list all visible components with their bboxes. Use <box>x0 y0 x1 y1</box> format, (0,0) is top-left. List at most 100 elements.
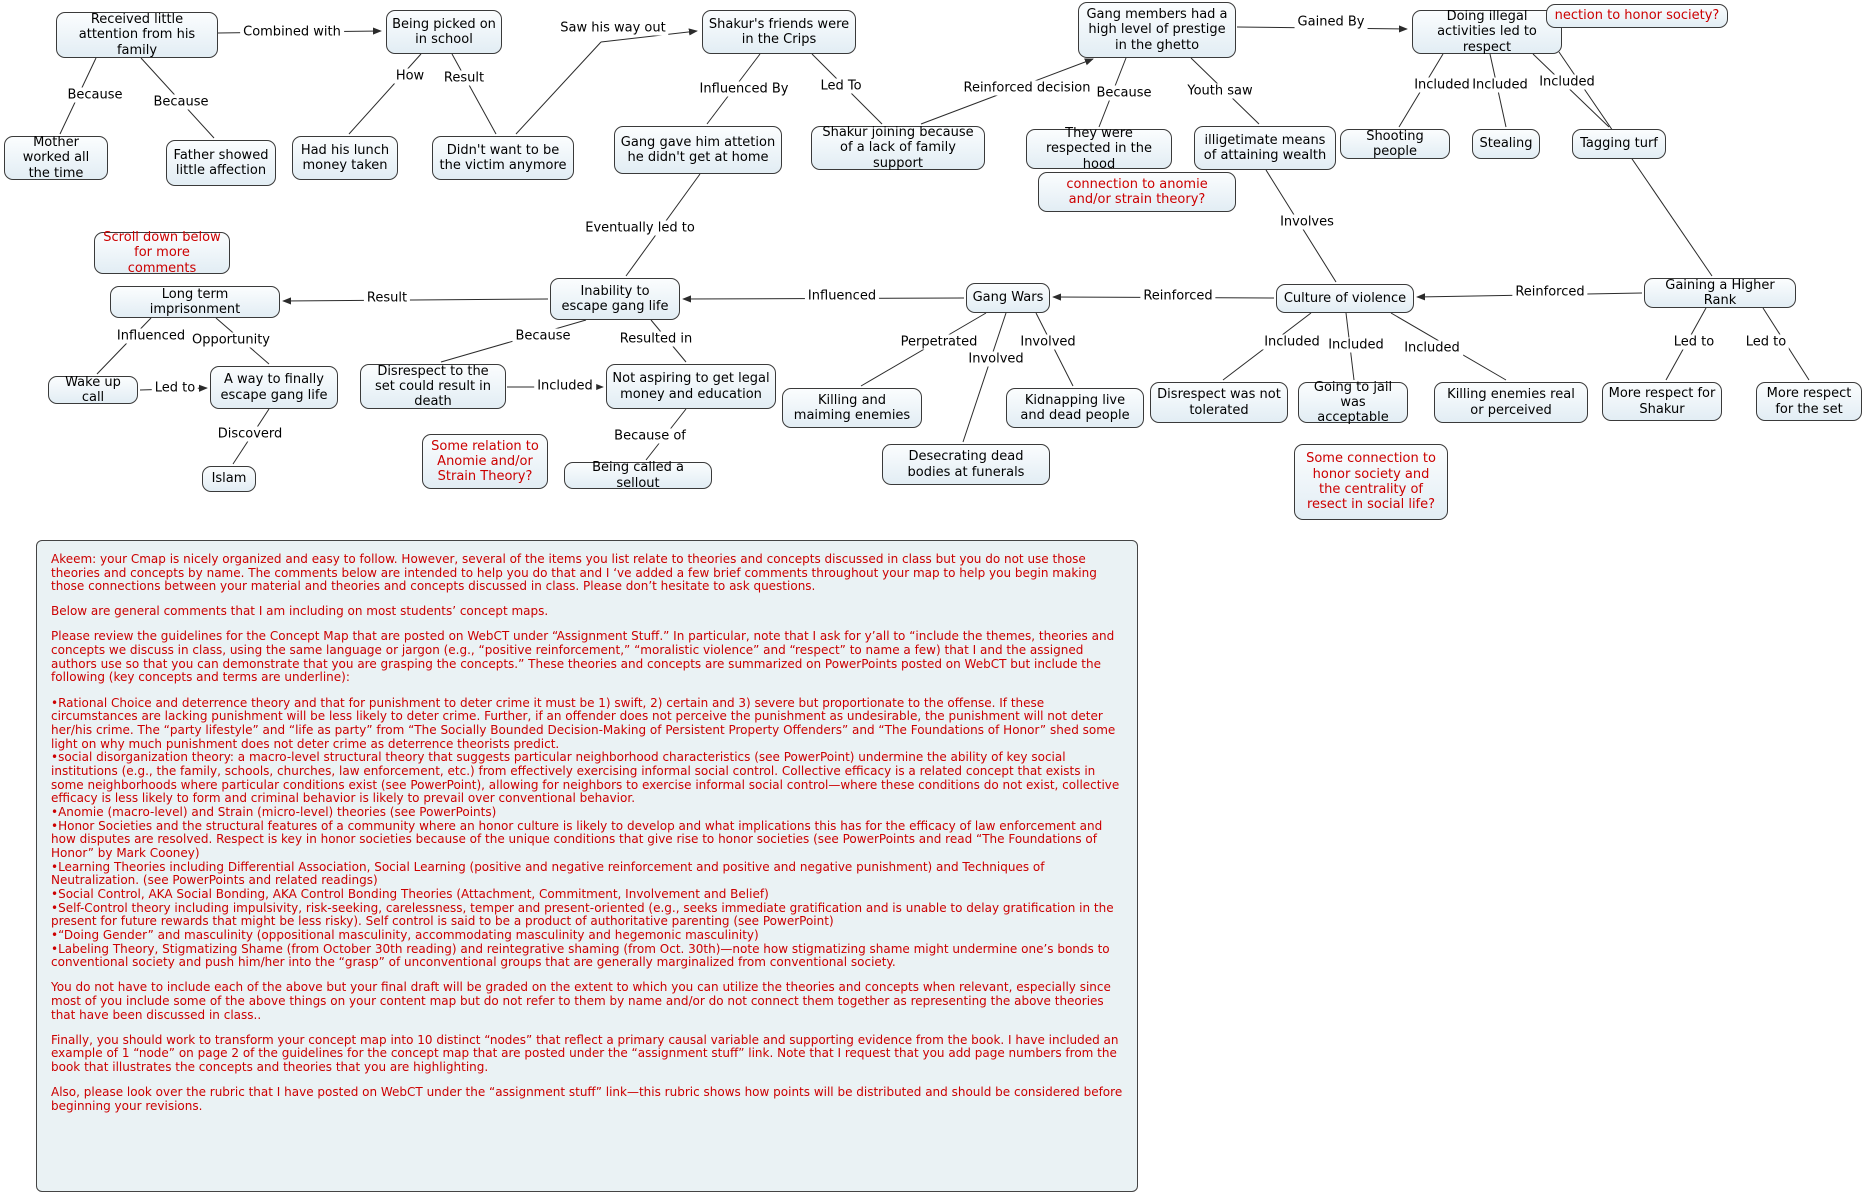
concept-node-way-to-escape[interactable]: A way to finally escape gang life <box>210 366 338 409</box>
comment-paragraph: •Labeling Theory, Stigmatizing Shame (fr… <box>51 941 1110 970</box>
concept-node-honor-society-note-top[interactable]: nection to honor society? <box>1546 4 1728 28</box>
instructor-comment-box: Akeem: your Cmap is nicely organized and… <box>36 540 1138 1192</box>
comment-paragraph: Akeem: your Cmap is nicely organized and… <box>51 552 1097 594</box>
concept-node-respected-in-hood[interactable]: They were respected in the hood <box>1026 126 1172 172</box>
concept-node-more-respect-shakur[interactable]: More respect for Shakur <box>1602 382 1722 421</box>
link-label: Discoverd <box>214 426 286 442</box>
concept-node-long-term-imprisonment[interactable]: Long term imprisonment <box>110 286 280 318</box>
connector-line <box>860 312 987 387</box>
link-label: Resulted in <box>616 331 696 347</box>
link-label: Reinforced decision <box>960 80 1094 96</box>
concept-node-lunch-money-taken[interactable]: Had his lunch money taken <box>292 136 398 180</box>
connector-line <box>515 41 602 135</box>
concept-node-killing-maiming[interactable]: Killing and maiming enemies <box>782 388 922 428</box>
concept-node-anomie-strain-note-2[interactable]: Some relation to Anomie and/or Strain Th… <box>422 434 548 489</box>
link-label: Included <box>1325 337 1387 353</box>
concept-node-honor-society-note-2[interactable]: Some connection to honor society and the… <box>1294 444 1448 520</box>
connector-line <box>1532 53 1610 128</box>
concept-node-gang-gave-attention[interactable]: Gang gave him attetion he didn't get at … <box>614 126 782 174</box>
link-label: Led To <box>817 78 865 94</box>
concept-node-prestige-in-ghetto[interactable]: Gang members had a high level of prestig… <box>1078 2 1236 58</box>
link-label: Influenced <box>113 328 189 344</box>
link-label: Included <box>1261 334 1323 350</box>
link-label: Included <box>1401 340 1463 356</box>
concept-node-desecrating-bodies[interactable]: Desecrating dead bodies at funerals <box>882 444 1050 485</box>
link-label: Influenced By <box>696 81 792 97</box>
link-label: Gained By <box>1294 14 1368 30</box>
concept-node-anomie-strain-note-1[interactable]: connection to anomie and/or strain theor… <box>1038 172 1236 212</box>
concept-node-received-little-attention[interactable]: Received little attention from his famil… <box>56 12 218 58</box>
concept-node-not-the-victim[interactable]: Didn't want to be the victim anymore <box>432 136 574 180</box>
concept-node-tagging-turf[interactable]: Tagging turf <box>1572 129 1666 159</box>
link-label: Result <box>440 70 488 86</box>
concept-node-kidnapping-people[interactable]: Kidnapping live and dead people <box>1006 388 1144 428</box>
concept-node-wake-up-call[interactable]: Wake up call <box>48 375 138 405</box>
concept-node-called-a-sellout[interactable]: Being called a sellout <box>564 460 712 491</box>
concept-node-inability-escape-gang[interactable]: Inability to escape gang life <box>550 278 680 320</box>
link-label: Involved <box>965 351 1027 367</box>
link-label: Saw his way out <box>557 20 669 36</box>
link-label: Combined with <box>240 24 344 40</box>
concept-node-gaining-higher-rank[interactable]: Gaining a Higher Rank <box>1644 278 1796 308</box>
link-label: Perpetrated <box>897 334 981 350</box>
comment-paragraph: •Honor Societies and the structural feat… <box>51 818 1103 860</box>
concept-node-picked-on-in-school[interactable]: Being picked on in school <box>386 10 502 54</box>
link-label: Because <box>150 94 212 110</box>
comment-paragraph: •Social Control, AKA Social Bonding, AKA… <box>51 886 769 901</box>
concept-node-disrespect-to-set[interactable]: Disrespect to the set could result in de… <box>360 364 506 409</box>
concept-node-illegal-activities-respect[interactable]: Doing illegal activities led to respect <box>1412 9 1562 55</box>
concept-node-scroll-down-note[interactable]: Scroll down below for more comments <box>94 230 230 276</box>
concept-node-joining-lack-of-family[interactable]: Shakur joining because of a lack of fami… <box>811 125 985 171</box>
link-label: Led to <box>1670 334 1718 350</box>
connector-line <box>282 297 549 305</box>
link-label: Reinforced <box>1512 284 1588 300</box>
connector-line <box>348 53 422 135</box>
comment-paragraph: •Anomie (macro-level) and Strain (micro-… <box>51 804 497 819</box>
concept-node-jail-acceptable[interactable]: Going to jail was acceptable <box>1298 380 1408 425</box>
comment-paragraph: Finally, you should work to transform yo… <box>51 1032 1119 1075</box>
link-label: Result <box>363 290 411 306</box>
comment-paragraph: •Self-Control theory including impulsivi… <box>51 900 1114 929</box>
link-label: Eventually led to <box>582 220 698 236</box>
comment-paragraph: •social disorganization theory: a macro-… <box>51 750 1120 806</box>
link-label: Because <box>1093 85 1155 101</box>
link-label: Led to <box>151 380 199 396</box>
link-label: Reinforced <box>1140 288 1216 304</box>
comment-paragraph: Also, please look over the rubric that I… <box>51 1085 1123 1113</box>
concept-node-stealing[interactable]: Stealing <box>1472 129 1540 159</box>
comment-paragraph: •“Doing Gender” and masculinity (opposit… <box>51 927 759 942</box>
link-label: Influenced <box>804 288 880 304</box>
link-label: Youth saw <box>1184 83 1256 99</box>
concept-node-culture-of-violence[interactable]: Culture of violence <box>1276 284 1414 313</box>
concept-node-father-little-affection[interactable]: Father showed little affection <box>166 140 276 186</box>
connector-line <box>1035 312 1074 387</box>
link-label: Opportunity <box>188 332 274 348</box>
connector-line <box>451 53 497 135</box>
comment-paragraph: Please review the guidelines for the Con… <box>51 629 1115 685</box>
concept-node-disrespect-not-tolerated[interactable]: Disrespect was not tolerated <box>1150 382 1288 423</box>
link-label: Because <box>64 87 126 103</box>
link-label: Included <box>1411 77 1473 93</box>
concept-node-shooting-people[interactable]: Shooting people <box>1340 129 1450 159</box>
concept-node-islam[interactable]: Islam <box>202 466 256 492</box>
link-label: Included <box>1469 77 1531 93</box>
connector-line <box>962 312 1007 443</box>
comment-paragraph: You do not have to include each of the a… <box>51 980 1111 1022</box>
link-label: Led to <box>1742 334 1790 350</box>
link-label: Involved <box>1017 334 1079 350</box>
link-label: Included <box>1536 74 1598 90</box>
link-label: How <box>392 68 428 84</box>
concept-node-mother-worked[interactable]: Mother worked all the time <box>4 135 108 181</box>
connector-line <box>96 317 152 375</box>
link-label: Included <box>534 378 596 394</box>
comment-paragraph: Below are general comments that I am inc… <box>51 604 549 619</box>
concept-node-more-respect-set[interactable]: More respect for the set <box>1756 382 1862 421</box>
link-label: Because <box>512 328 574 344</box>
concept-node-friends-in-crips[interactable]: Shakur's friends were in the Crips <box>702 10 856 54</box>
concept-node-illegitimate-means-wealth[interactable]: illigetimate means of attaining wealth <box>1194 126 1336 170</box>
comment-paragraph: •Rational Choice and deterrence theory a… <box>51 695 1116 751</box>
concept-node-killing-enemies-real[interactable]: Killing enemies real or perceived <box>1434 382 1588 423</box>
concept-node-gang-wars[interactable]: Gang Wars <box>966 283 1050 313</box>
concept-node-not-aspiring-legal[interactable]: Not aspiring to get legal money and educ… <box>606 364 776 409</box>
